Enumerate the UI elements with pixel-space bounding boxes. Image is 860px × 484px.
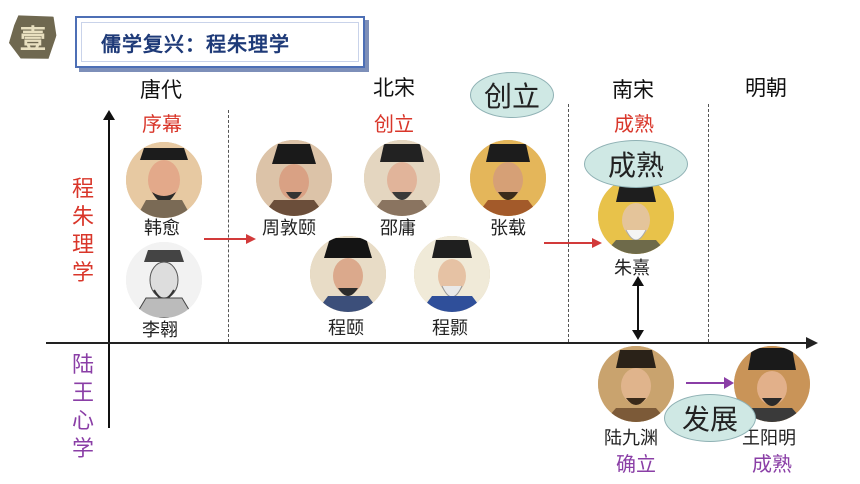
name-zhoudunyi: 周敦颐 — [262, 218, 316, 239]
dynasty-ming: 明朝 — [745, 76, 787, 100]
name-shaoyong: 邵庸 — [380, 218, 416, 239]
arrow-lu-to-wang — [686, 382, 726, 384]
callout-fazhan: 发展 — [664, 394, 756, 442]
portrait-zhoudunyi — [256, 140, 332, 216]
arrow-head-icon — [724, 377, 734, 389]
name-chenghao: 程颢 — [432, 318, 468, 339]
callout-chengshu: 成熟 — [584, 140, 688, 188]
horizontal-axis-arrow — [806, 337, 818, 349]
section-badge: 壹 — [7, 11, 59, 63]
portrait-hanyu — [126, 142, 202, 218]
title-box: 儒学复兴：程朱理学 — [75, 16, 365, 68]
school-luwang-label: 陆王心学 — [71, 353, 94, 462]
portrait-zhuxi — [598, 178, 674, 254]
person-icon — [256, 140, 332, 216]
dynasty-nansong: 南宋 — [612, 78, 654, 102]
dynasty-beisong: 北宋 — [373, 76, 415, 100]
stage-beisong: 创立 — [374, 112, 414, 136]
portrait-shaoyong — [364, 140, 440, 216]
school-chengzhu-label: 程朱理学 — [71, 177, 94, 286]
vertical-axis — [108, 118, 110, 428]
vertical-axis-arrow — [103, 110, 115, 120]
divider-nansong-ming — [708, 104, 709, 342]
stage-nansong: 成熟 — [614, 112, 654, 136]
name-wangyangming: 王阳明 — [742, 428, 796, 449]
divider-tang-beisong — [228, 110, 229, 342]
arrow-head-icon — [592, 238, 602, 248]
dynasty-tang: 唐代 — [140, 78, 182, 102]
person-icon — [310, 236, 386, 312]
name-zhuxi: 朱熹 — [614, 258, 650, 279]
person-icon — [126, 242, 202, 318]
person-icon — [598, 178, 674, 254]
arrow-head-icon — [246, 234, 256, 244]
stage-tang: 序幕 — [142, 112, 182, 136]
portrait-lujiuyuan — [598, 346, 674, 422]
portrait-chengyi — [310, 236, 386, 312]
portrait-chenghao — [414, 236, 490, 312]
person-icon — [598, 346, 674, 422]
person-icon — [470, 140, 546, 216]
divider-beisong-nansong — [568, 104, 569, 342]
double-arrow-icon — [632, 276, 644, 340]
person-icon — [126, 142, 202, 218]
stage-wangyangming: 成熟 — [752, 452, 792, 476]
portrait-zhangzai — [470, 140, 546, 216]
stage-lujiuyuan: 确立 — [616, 452, 656, 476]
badge-char: 壹 — [19, 24, 47, 55]
person-icon — [364, 140, 440, 216]
arrow-beisong-to-nansong — [544, 242, 594, 244]
portrait-liao — [126, 242, 202, 318]
person-icon — [414, 236, 490, 312]
arrow-tang-to-beisong — [204, 238, 248, 240]
name-chengyi: 程颐 — [328, 318, 364, 339]
name-hanyu: 韩愈 — [144, 218, 180, 239]
callout-chuangli: 创立 — [470, 72, 554, 118]
horizontal-axis — [46, 342, 810, 344]
name-liao: 李翱 — [142, 320, 178, 341]
page-title: 儒学复兴：程朱理学 — [101, 32, 290, 56]
name-lujiuyuan: 陆九渊 — [604, 428, 658, 449]
name-zhangzai: 张载 — [490, 218, 526, 239]
